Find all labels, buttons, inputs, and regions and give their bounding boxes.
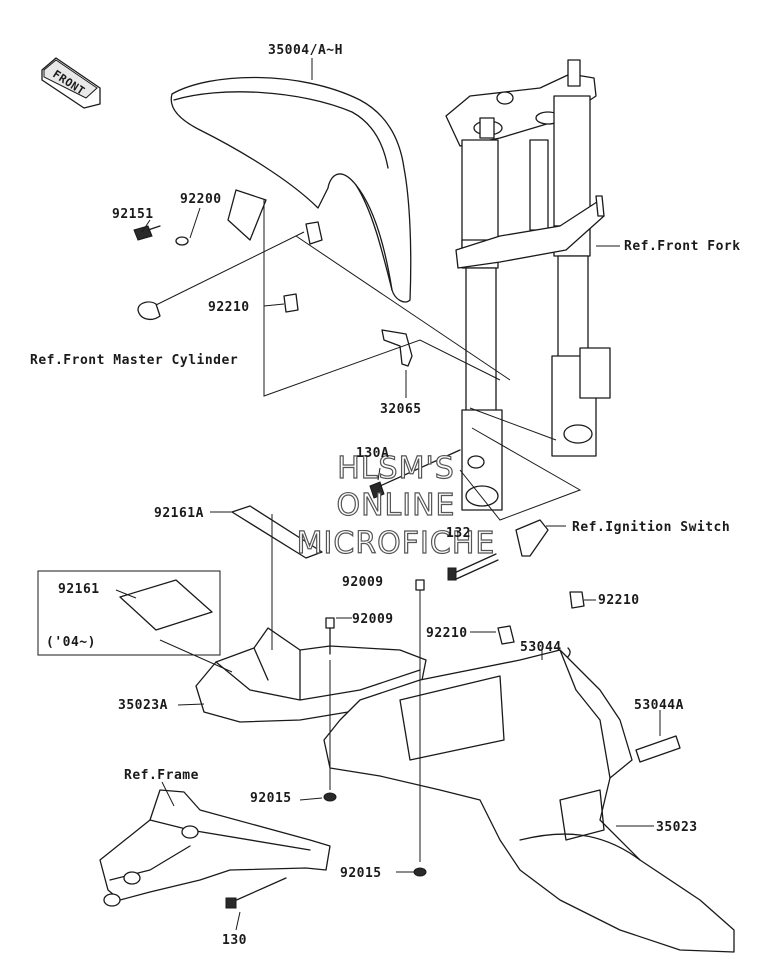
leader-lines [115,58,661,931]
watermark-line-1: HLSM'S [337,451,455,486]
tube-53044a [635,735,681,763]
bracket-32065 [381,329,413,367]
label-92015-b: 92015 [340,866,382,881]
label-ignition-switch: Ref.Ignition Switch [572,520,730,535]
nut-92015-a [323,792,337,802]
rear-fender [323,649,735,953]
label-32065: 32065 [380,402,422,417]
label-92210-right: 92210 [598,593,640,608]
label-front-fork: Ref.Front Fork [624,239,741,254]
label-35023: 35023 [656,820,698,835]
watermark-line-3: MICROFICHE [297,526,496,561]
washer-92200 [175,236,189,246]
bolt-92151 [133,225,161,241]
label-92161a: 92161A [154,506,204,521]
label-130a: 130A [356,446,389,461]
label-frame: Ref.Frame [124,768,199,783]
front-fork-assembly [445,59,611,511]
label-92200: 92200 [180,192,222,207]
label-92161: 92161 [58,582,100,597]
bolt-130 [225,877,287,909]
label-92151: 92151 [112,207,154,222]
label-53044: 53044 [520,640,562,655]
label-92009-a: 92009 [352,612,394,627]
label-92009-b: 92009 [342,575,384,590]
nut-92015-b [413,867,427,877]
clamp-92210-right [569,591,585,609]
label-132: 132 [446,526,471,541]
label-35004: 35004/A~H [268,43,343,58]
clamp-92210-mid [497,625,515,645]
pad-92161a [231,505,323,559]
front-direction-badge: FRONT [41,57,101,109]
rear-frame [99,789,331,907]
screw-92009-a [325,617,335,655]
label-53044a: 53044A [634,698,684,713]
label-130: 130 [222,933,247,948]
bolt-130a [369,449,461,499]
variant-box [37,570,221,656]
watermark-line-2: ONLINE [336,488,455,523]
label-92210-mid: 92210 [426,626,468,641]
label-92210-upper: 92210 [208,300,250,315]
watermark: HLSM'S ONLINE MICROFICHE [296,450,496,561]
front-fender [170,76,412,303]
label-92015-a: 92015 [250,791,292,806]
bolt-132 [447,553,499,581]
master-cylinder-hose-clip [137,301,161,321]
callout-labels: 35004/A~H 92200 92151 92210 Ref.Front Ma… [30,43,741,948]
screw-92009-b [415,579,425,591]
label-04-note: ('04~) [46,635,96,650]
ignition-bracket [515,519,549,557]
clamp-92210-upper [283,221,323,313]
label-master-cylinder: Ref.Front Master Cylinder [30,353,238,368]
label-35023a: 35023A [118,698,168,713]
